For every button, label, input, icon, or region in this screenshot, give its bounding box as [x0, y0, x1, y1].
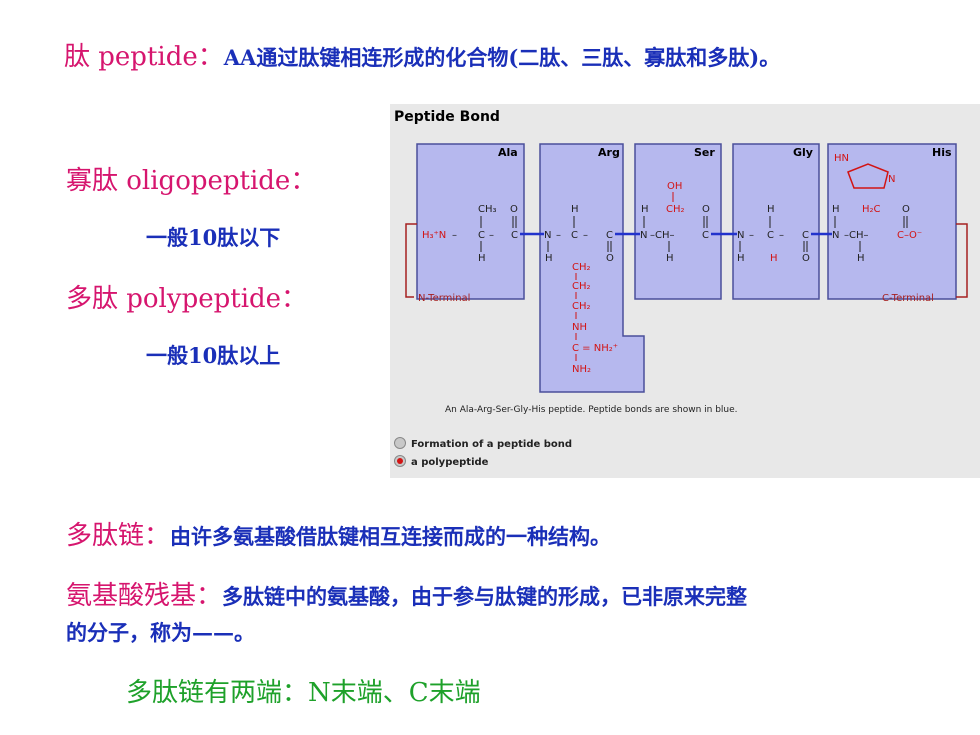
- svg-text:N: N: [544, 230, 551, 241]
- svg-text:NH₂: NH₂: [572, 364, 591, 375]
- n-terminal-label: N-Terminal: [418, 293, 470, 304]
- svg-text:–: –: [452, 230, 457, 241]
- svg-text:C = NH₂⁺: C = NH₂⁺: [572, 343, 618, 354]
- residue-label-arg: Arg: [598, 146, 620, 159]
- figure-title: Peptide Bond: [394, 109, 500, 125]
- svg-text:O: O: [802, 253, 810, 264]
- svg-text:HN: HN: [834, 153, 849, 164]
- svg-text:H: H: [832, 204, 840, 215]
- svg-text:–: –: [489, 230, 494, 241]
- svg-text:–: –: [556, 230, 561, 241]
- svg-text:CH₂: CH₂: [572, 281, 591, 292]
- svg-text:N: N: [640, 230, 647, 241]
- svg-text:C: C: [702, 230, 709, 241]
- svg-text:–: –: [779, 230, 784, 241]
- residue-box-ser: [634, 143, 722, 300]
- svg-text:O: O: [902, 204, 910, 215]
- svg-text:H₃⁺N: H₃⁺N: [422, 230, 446, 241]
- oligopeptide-term: 寡肽 oligopeptide：: [66, 166, 317, 196]
- svg-text:–CH–: –CH–: [650, 230, 675, 241]
- option-formation-label[interactable]: Formation of a peptide bond: [411, 439, 572, 450]
- svg-text:N: N: [888, 174, 895, 185]
- svg-text:H: H: [767, 204, 775, 215]
- svg-text:N: N: [832, 230, 839, 241]
- svg-text:C: C: [802, 230, 809, 241]
- svg-text:C–O⁻: C–O⁻: [897, 230, 922, 241]
- svg-text:CH₃: CH₃: [478, 204, 497, 215]
- radio-polypeptide-selected-dot: [397, 458, 403, 464]
- c-terminal-bracket: [956, 223, 968, 298]
- residue-definition-2: 的分子，称为——。: [66, 620, 255, 645]
- side-chains: OH CH₂ H CH₂ CH₂ CH₂ NH C = NH₂⁺ NH₂ H₂C…: [572, 153, 895, 375]
- residue-box-his: [827, 143, 957, 300]
- figure-caption: An Ala-Arg-Ser-Gly-His peptide. Peptide …: [445, 405, 738, 415]
- n-terminal-bracket: [405, 223, 417, 298]
- svg-text:O: O: [702, 204, 710, 215]
- residue-definition-1: 多肽链中的氨基酸，由于参与肽键的形成，已非原来完整: [222, 584, 748, 609]
- residue-box-gly: [732, 143, 820, 300]
- svg-text:H: H: [857, 253, 865, 264]
- svg-text:OH: OH: [667, 181, 682, 192]
- svg-text:C: C: [606, 230, 613, 241]
- chain-term: 多肽链：: [66, 521, 171, 551]
- svg-text:C: C: [767, 230, 774, 241]
- svg-text:H: H: [666, 253, 674, 264]
- peptide-definition: AA通过肽键相连形成的化合物(二肽、三肽、寡肽和多肽)。: [223, 45, 781, 70]
- residue-term: 氨基酸残基：: [66, 581, 223, 611]
- residue-label-gly: Gly: [793, 146, 813, 159]
- chain-definition: 由许多氨基酸借肽键相互连接而成的一种结构。: [170, 524, 612, 549]
- residue-label-his: His: [932, 146, 952, 159]
- residue-box-ala: [416, 143, 525, 300]
- residue-label-ala: Ala: [498, 146, 518, 159]
- oligopeptide-note: 一般10肽以下: [146, 225, 281, 250]
- svg-text:H: H: [641, 204, 649, 215]
- polypeptide-note: 一般10肽以上: [146, 343, 281, 368]
- svg-text:–CH–: –CH–: [844, 230, 869, 241]
- definition-polypeptide-chain: 多肽链：由许多氨基酸借肽键相互连接而成的一种结构。: [66, 515, 611, 552]
- svg-text:O: O: [510, 204, 518, 215]
- svg-text:NH: NH: [572, 322, 587, 333]
- svg-text:H: H: [478, 253, 486, 264]
- backbone-formula: H₃⁺N – C – C N – C – C N –CH– C N – C – …: [422, 204, 922, 264]
- c-terminal-label: C-Terminal: [882, 293, 934, 304]
- svg-text:CH₂: CH₂: [572, 262, 591, 273]
- svg-text:O: O: [606, 253, 614, 264]
- peptide-term: 肽 peptide：: [64, 42, 224, 72]
- definition-residue: 氨基酸残基：多肽链中的氨基酸，由于参与肽键的形成，已非原来完整: [66, 575, 747, 612]
- svg-text:CH₂: CH₂: [572, 301, 591, 312]
- option-formation[interactable]: Formation of a peptide bond: [394, 437, 573, 451]
- residue-box-arg: [539, 143, 645, 393]
- svg-text:CH₂: CH₂: [666, 204, 685, 215]
- radio-formation[interactable]: [394, 437, 406, 449]
- svg-text:C: C: [478, 230, 485, 241]
- svg-text:–: –: [583, 230, 588, 241]
- svg-text:–: –: [749, 230, 754, 241]
- svg-text:H: H: [571, 204, 579, 215]
- option-polypeptide[interactable]: a polypeptide: [394, 455, 489, 469]
- option-polypeptide-label[interactable]: a polypeptide: [411, 457, 489, 468]
- svg-text:H: H: [545, 253, 553, 264]
- svg-text:C: C: [511, 230, 518, 241]
- peptide-bond-figure: Peptide Bond Ala Arg Ser Gly His N-Termi…: [390, 104, 980, 478]
- chain-ends: 多肽链有两端：N末端、C末端: [126, 678, 481, 708]
- residue-label-ser: Ser: [694, 146, 715, 159]
- svg-text:H: H: [770, 253, 778, 264]
- polypeptide-term: 多肽 polypeptide：: [66, 284, 308, 314]
- svg-text:H: H: [737, 253, 745, 264]
- definition-peptide: 肽 peptide：AA通过肽键相连形成的化合物(二肽、三肽、寡肽和多肽)。: [64, 36, 780, 73]
- svg-text:C: C: [571, 230, 578, 241]
- svg-text:H₂C: H₂C: [862, 204, 881, 215]
- svg-text:N: N: [737, 230, 744, 241]
